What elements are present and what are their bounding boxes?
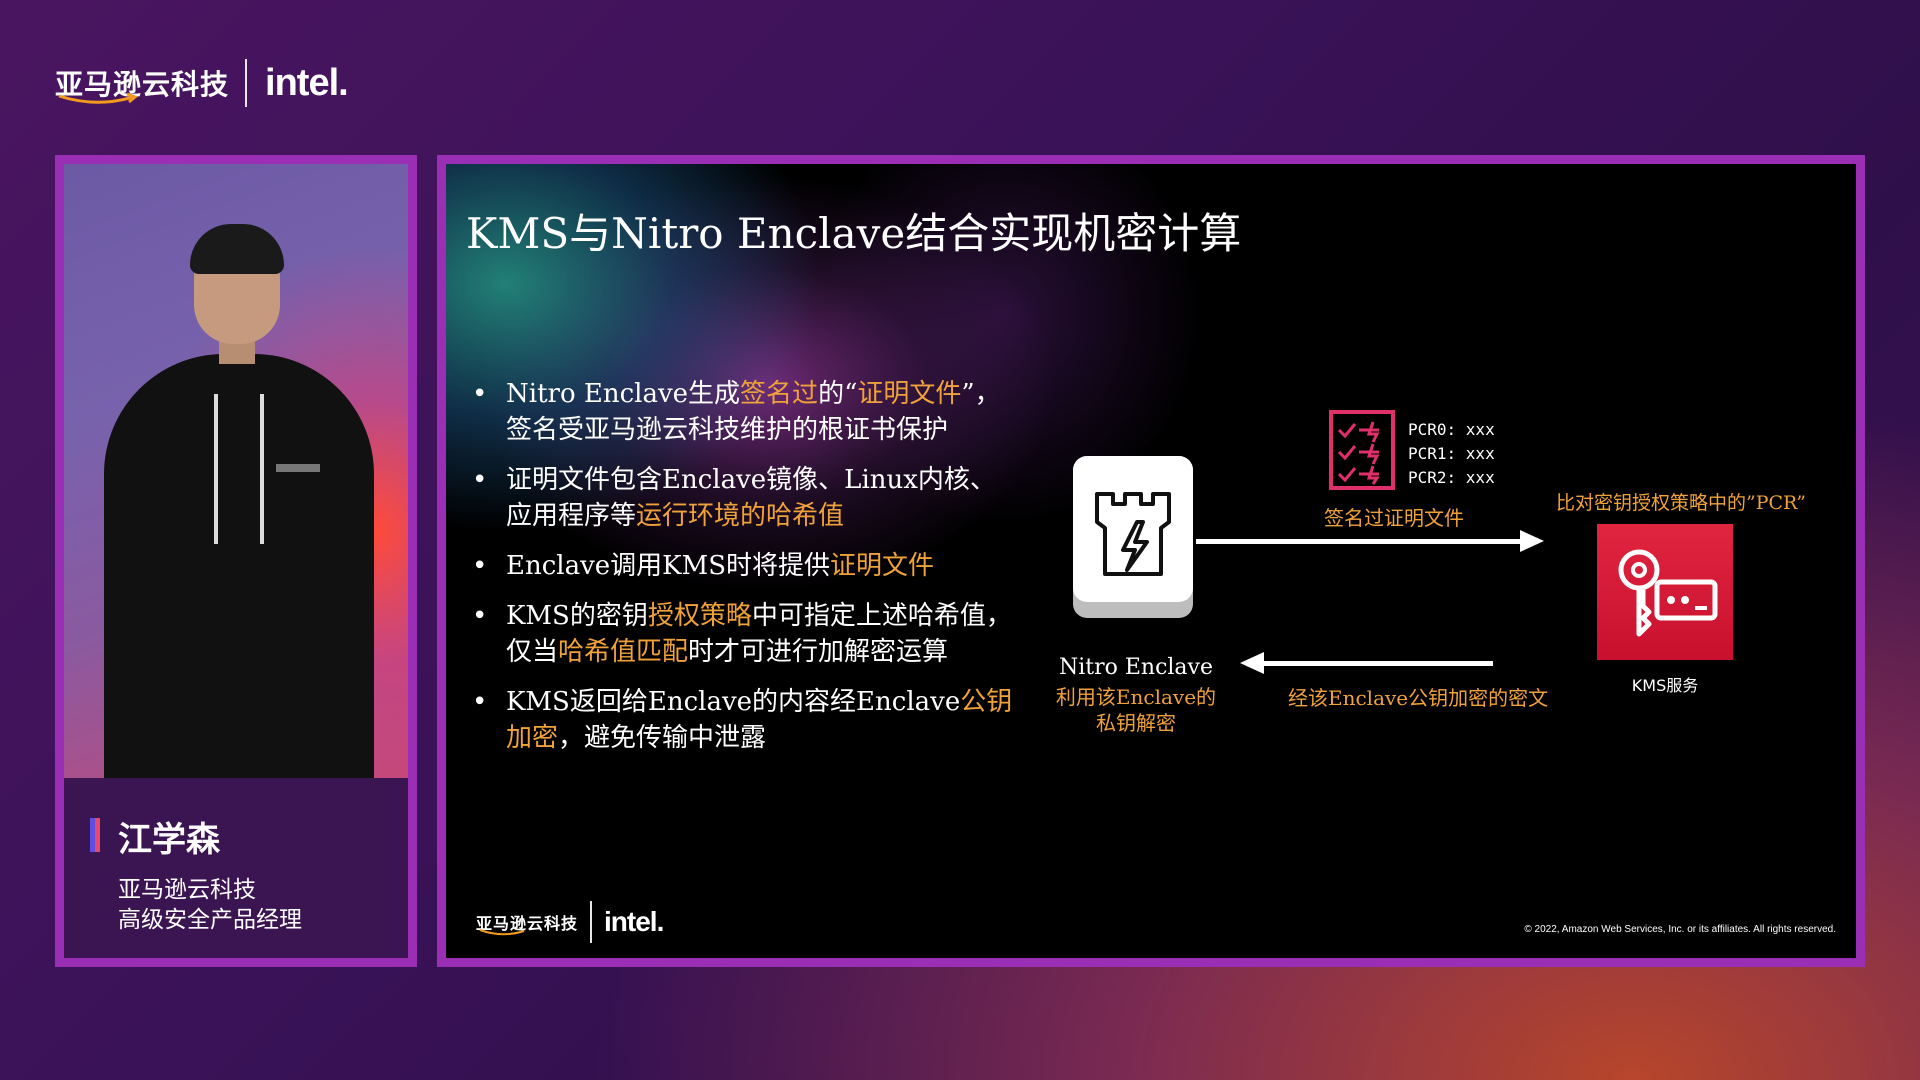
amazon-smile-icon xyxy=(58,92,138,104)
amazon-smile-icon xyxy=(479,929,525,936)
bullet-highlight: 公钥加密 xyxy=(506,687,1013,753)
hoodie-logo xyxy=(276,464,320,472)
bullet-text: KMS的密钥 xyxy=(506,601,648,631)
ciphertext-label: 经该Enclave公钥加密的密文 xyxy=(1288,686,1549,710)
logo-divider xyxy=(590,901,593,943)
speaker-name-card: 江学森 亚马逊云科技 高级安全产品经理 xyxy=(64,778,408,958)
bullet-highlight: 运行环境的哈希值 xyxy=(636,501,845,531)
intel-logo: intel. xyxy=(265,61,349,104)
slide-title: KMS与Nitro Enclave结合实现机密计算 xyxy=(466,209,1242,258)
speaker-video xyxy=(64,164,408,778)
bullet-highlight: 证明文件 xyxy=(857,379,962,409)
bullet-text: 时才可进行加解密运算 xyxy=(688,637,949,667)
bullet-text: KMS返回给Enclave的内容经Enclave xyxy=(506,687,961,717)
brand-name: 亚马逊云科技 xyxy=(55,68,230,101)
bullet-item: • Enclave调用KMS时将提供证明文件 xyxy=(458,548,1018,584)
nitro-enclave-face xyxy=(1073,456,1193,602)
bullet-item: • KMS的密钥授权策略中可指定上述哈希值，仅当哈希值匹配时才可进行加解密运算 xyxy=(458,598,1018,670)
enclave-sub-label: 利用该Enclave的 xyxy=(1055,685,1217,709)
attestation-checklist-icon xyxy=(1329,410,1395,490)
bullet-text: ，避免传输中泄露 xyxy=(558,723,767,753)
kms-key-icon xyxy=(1618,549,1718,637)
bullet-item: • Nitro Enclave生成签名过的“证明文件”，签名受亚马逊云科技维护的… xyxy=(458,376,1018,448)
bullet-text: 中可指定上述哈希值，仅当 xyxy=(506,601,1012,667)
pcr1-value: PCR1: xxx xyxy=(1408,444,1495,463)
bullet-text: 的“ xyxy=(818,379,858,409)
pcr2-value: PCR2: xxx xyxy=(1408,468,1495,487)
copyright-notice: © 2022, Amazon Web Services, Inc. or its… xyxy=(1524,924,1836,935)
bullet-highlight: 签名过 xyxy=(740,379,819,409)
bullet-marker: • xyxy=(472,687,488,717)
bullet-text: 证明文件包含Enclave镜像、Linux内核、应用程序等 xyxy=(506,465,996,531)
bullet-marker: • xyxy=(472,601,488,631)
brand-name: 亚马逊云科技 xyxy=(476,914,579,933)
attestation-label: 签名过证明文件 xyxy=(1324,506,1464,530)
kms-service-label: KMS服务 xyxy=(1631,676,1699,695)
bullet-text: ”，签名受亚马逊云科技维护的根证书保护 xyxy=(506,379,1001,445)
enclave-sub-label: 私钥解密 xyxy=(1096,711,1176,735)
speaker-body xyxy=(104,354,374,778)
bullet-list: • Nitro Enclave生成签名过的“证明文件”，签名受亚马逊云科技维护的… xyxy=(458,376,1018,770)
speaker-role: 高级安全产品经理 xyxy=(118,907,302,933)
slide-panel: KMS与Nitro Enclave结合实现机密计算 • Nitro Enclav… xyxy=(437,155,1865,967)
enclave-label: Nitro Enclave xyxy=(1058,655,1214,680)
bullet-text: Enclave调用KMS时将提供 xyxy=(506,551,831,581)
response-arrow xyxy=(1263,661,1493,666)
hoodie-string xyxy=(214,394,218,544)
speaker-name: 江学森 xyxy=(118,820,220,860)
enclave-tower-icon xyxy=(1095,492,1171,576)
accent-bar xyxy=(90,818,95,852)
slide-footer-logo: 亚马逊云科技 intel. xyxy=(476,898,664,946)
bullet-item: • KMS返回给Enclave的内容经Enclave公钥加密，避免传输中泄露 xyxy=(458,684,1018,756)
bullet-highlight: 证明文件 xyxy=(830,551,935,581)
bullet-item: • 证明文件包含Enclave镜像、Linux内核、应用程序等运行环境的哈希值 xyxy=(458,462,1018,534)
bullet-marker: • xyxy=(472,465,488,495)
request-arrow-head xyxy=(1520,530,1544,552)
accent-bar xyxy=(95,818,100,852)
bullet-highlight: 授权策略 xyxy=(647,601,752,631)
bullet-marker: • xyxy=(472,551,488,581)
speaker-panel: 江学森 亚马逊云科技 高级安全产品经理 xyxy=(55,155,417,967)
response-arrow-head xyxy=(1240,652,1264,674)
bullet-highlight: 哈希值匹配 xyxy=(558,637,689,667)
speaker-hair xyxy=(190,224,284,274)
policy-compare-label: 比对密钥授权策略中的”PCR” xyxy=(1556,492,1807,514)
speaker-company: 亚马逊云科技 xyxy=(118,877,256,903)
bullet-marker: • xyxy=(472,379,488,409)
pcr0-value: PCR0: xxx xyxy=(1408,420,1495,439)
nitro-enclave-tile xyxy=(1073,456,1193,618)
event-logo: 亚马逊云科技 intel. xyxy=(55,52,349,114)
request-arrow xyxy=(1196,539,1521,544)
kms-service-tile xyxy=(1597,524,1733,660)
hoodie-string xyxy=(260,394,264,544)
bullet-text: Nitro Enclave生成 xyxy=(506,379,741,409)
logo-divider xyxy=(245,59,248,107)
intel-logo: intel. xyxy=(604,906,664,937)
